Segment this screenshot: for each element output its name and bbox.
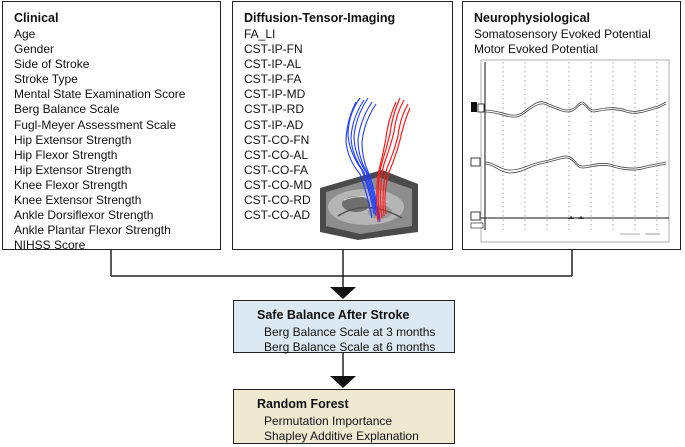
dti-feature: CST-CO-MD bbox=[244, 177, 312, 192]
model-list: Permutation Importance Shapley Additive … bbox=[264, 414, 419, 445]
model-item: Permutation Importance bbox=[264, 414, 393, 428]
model-item: Shapley Additive Explanation bbox=[264, 429, 419, 444]
arrow-down-icon bbox=[330, 376, 356, 388]
dti-feature: CST-IP-FN bbox=[244, 42, 303, 57]
clinical-feature: Side of Stroke bbox=[14, 57, 90, 72]
model-box: Random Forest Permutation Importance Sha… bbox=[233, 389, 455, 444]
channel-marker bbox=[471, 102, 477, 112]
outcome-item: Berg Balance Scale at 6 months bbox=[264, 340, 436, 355]
clinical-feature: Berg Balance Scale bbox=[14, 102, 120, 117]
dti-feature: CST-IP-FA bbox=[244, 72, 302, 87]
outcome-box: Safe Balance After Stroke Berg Balance S… bbox=[233, 300, 455, 356]
outcome-title: Safe Balance After Stroke bbox=[257, 308, 410, 322]
clinical-feature: Gender bbox=[14, 42, 55, 57]
clinical-feature: Age bbox=[14, 27, 36, 41]
tractography-image bbox=[318, 92, 418, 240]
clinical-feature: Fugl-Meyer Assessment Scale bbox=[14, 117, 177, 132]
channel-marker bbox=[470, 157, 481, 167]
dti-feature: FA_LI bbox=[244, 27, 276, 41]
clinical-feature: Mental State Examination Score bbox=[14, 87, 186, 102]
dti-feature: CST-IP-MD bbox=[244, 87, 306, 102]
outcome-item: Berg Balance Scale at 3 months bbox=[264, 325, 436, 339]
dti-feature: CST-CO-RD bbox=[244, 193, 311, 208]
dti-feature: CST-IP-AD bbox=[244, 117, 304, 132]
clinical-feature-list: Age Gender Side of Stroke Stroke Type Me… bbox=[14, 27, 185, 253]
dti-feature-list: FA_LI CST-IP-FN CST-IP-AL CST-IP-FA CST-… bbox=[244, 27, 312, 223]
clinical-feature: Hip Extensor Strength bbox=[14, 132, 132, 147]
clinical-title: Clinical bbox=[14, 11, 59, 25]
neuro-feature: Somatosensory Evoked Potential bbox=[474, 27, 651, 41]
mep-waveform bbox=[484, 155, 667, 174]
arrow-down-icon bbox=[330, 287, 356, 299]
latency-marker bbox=[578, 216, 584, 219]
latency-marker bbox=[568, 216, 574, 219]
dti-feature: CST-CO-AL bbox=[244, 147, 309, 162]
clinical-feature: Knee Extensor Strength bbox=[14, 193, 142, 208]
dti-feature: CST-IP-AL bbox=[244, 57, 302, 72]
dti-feature: CST-CO-AD bbox=[244, 208, 310, 223]
dti-feature: CST-IP-RD bbox=[244, 102, 304, 117]
outcome-list: Berg Balance Scale at 3 months Berg Bala… bbox=[264, 325, 435, 356]
channel-marker bbox=[470, 211, 481, 221]
clinical-feature: Ankle Dorsiflexor Strength bbox=[14, 208, 154, 223]
neuro-feature-list: Somatosensory Evoked Potential Motor Evo… bbox=[474, 27, 651, 57]
model-title: Random Forest bbox=[257, 397, 349, 411]
clinical-feature: Stroke Type bbox=[14, 72, 78, 87]
clinical-feature: NIHSS Score bbox=[14, 238, 86, 253]
red-fiber-tract bbox=[376, 97, 411, 223]
neuro-title: Neurophysiological bbox=[474, 11, 590, 25]
clinical-feature: Hip Extensor Strength bbox=[14, 162, 132, 177]
dti-feature: CST-CO-FN bbox=[244, 132, 310, 147]
clinical-panel: Clinical Age Gender Side of Stroke Strok… bbox=[2, 1, 221, 253]
dti-feature: CST-CO-FA bbox=[244, 162, 309, 177]
blue-fiber-tract bbox=[345, 97, 381, 223]
dti-title: Diffusion-Tensor-Imaging bbox=[244, 11, 396, 25]
sep-waveform bbox=[484, 101, 667, 118]
neuro-feature: Motor Evoked Potential bbox=[474, 42, 599, 57]
clinical-feature: Knee Flexor Strength bbox=[14, 177, 128, 192]
evoked-potential-plot bbox=[470, 59, 670, 243]
clinical-feature: Ankle Plantar Flexor Strength bbox=[14, 223, 171, 238]
clinical-feature: Hip Flexor Strength bbox=[14, 147, 118, 162]
